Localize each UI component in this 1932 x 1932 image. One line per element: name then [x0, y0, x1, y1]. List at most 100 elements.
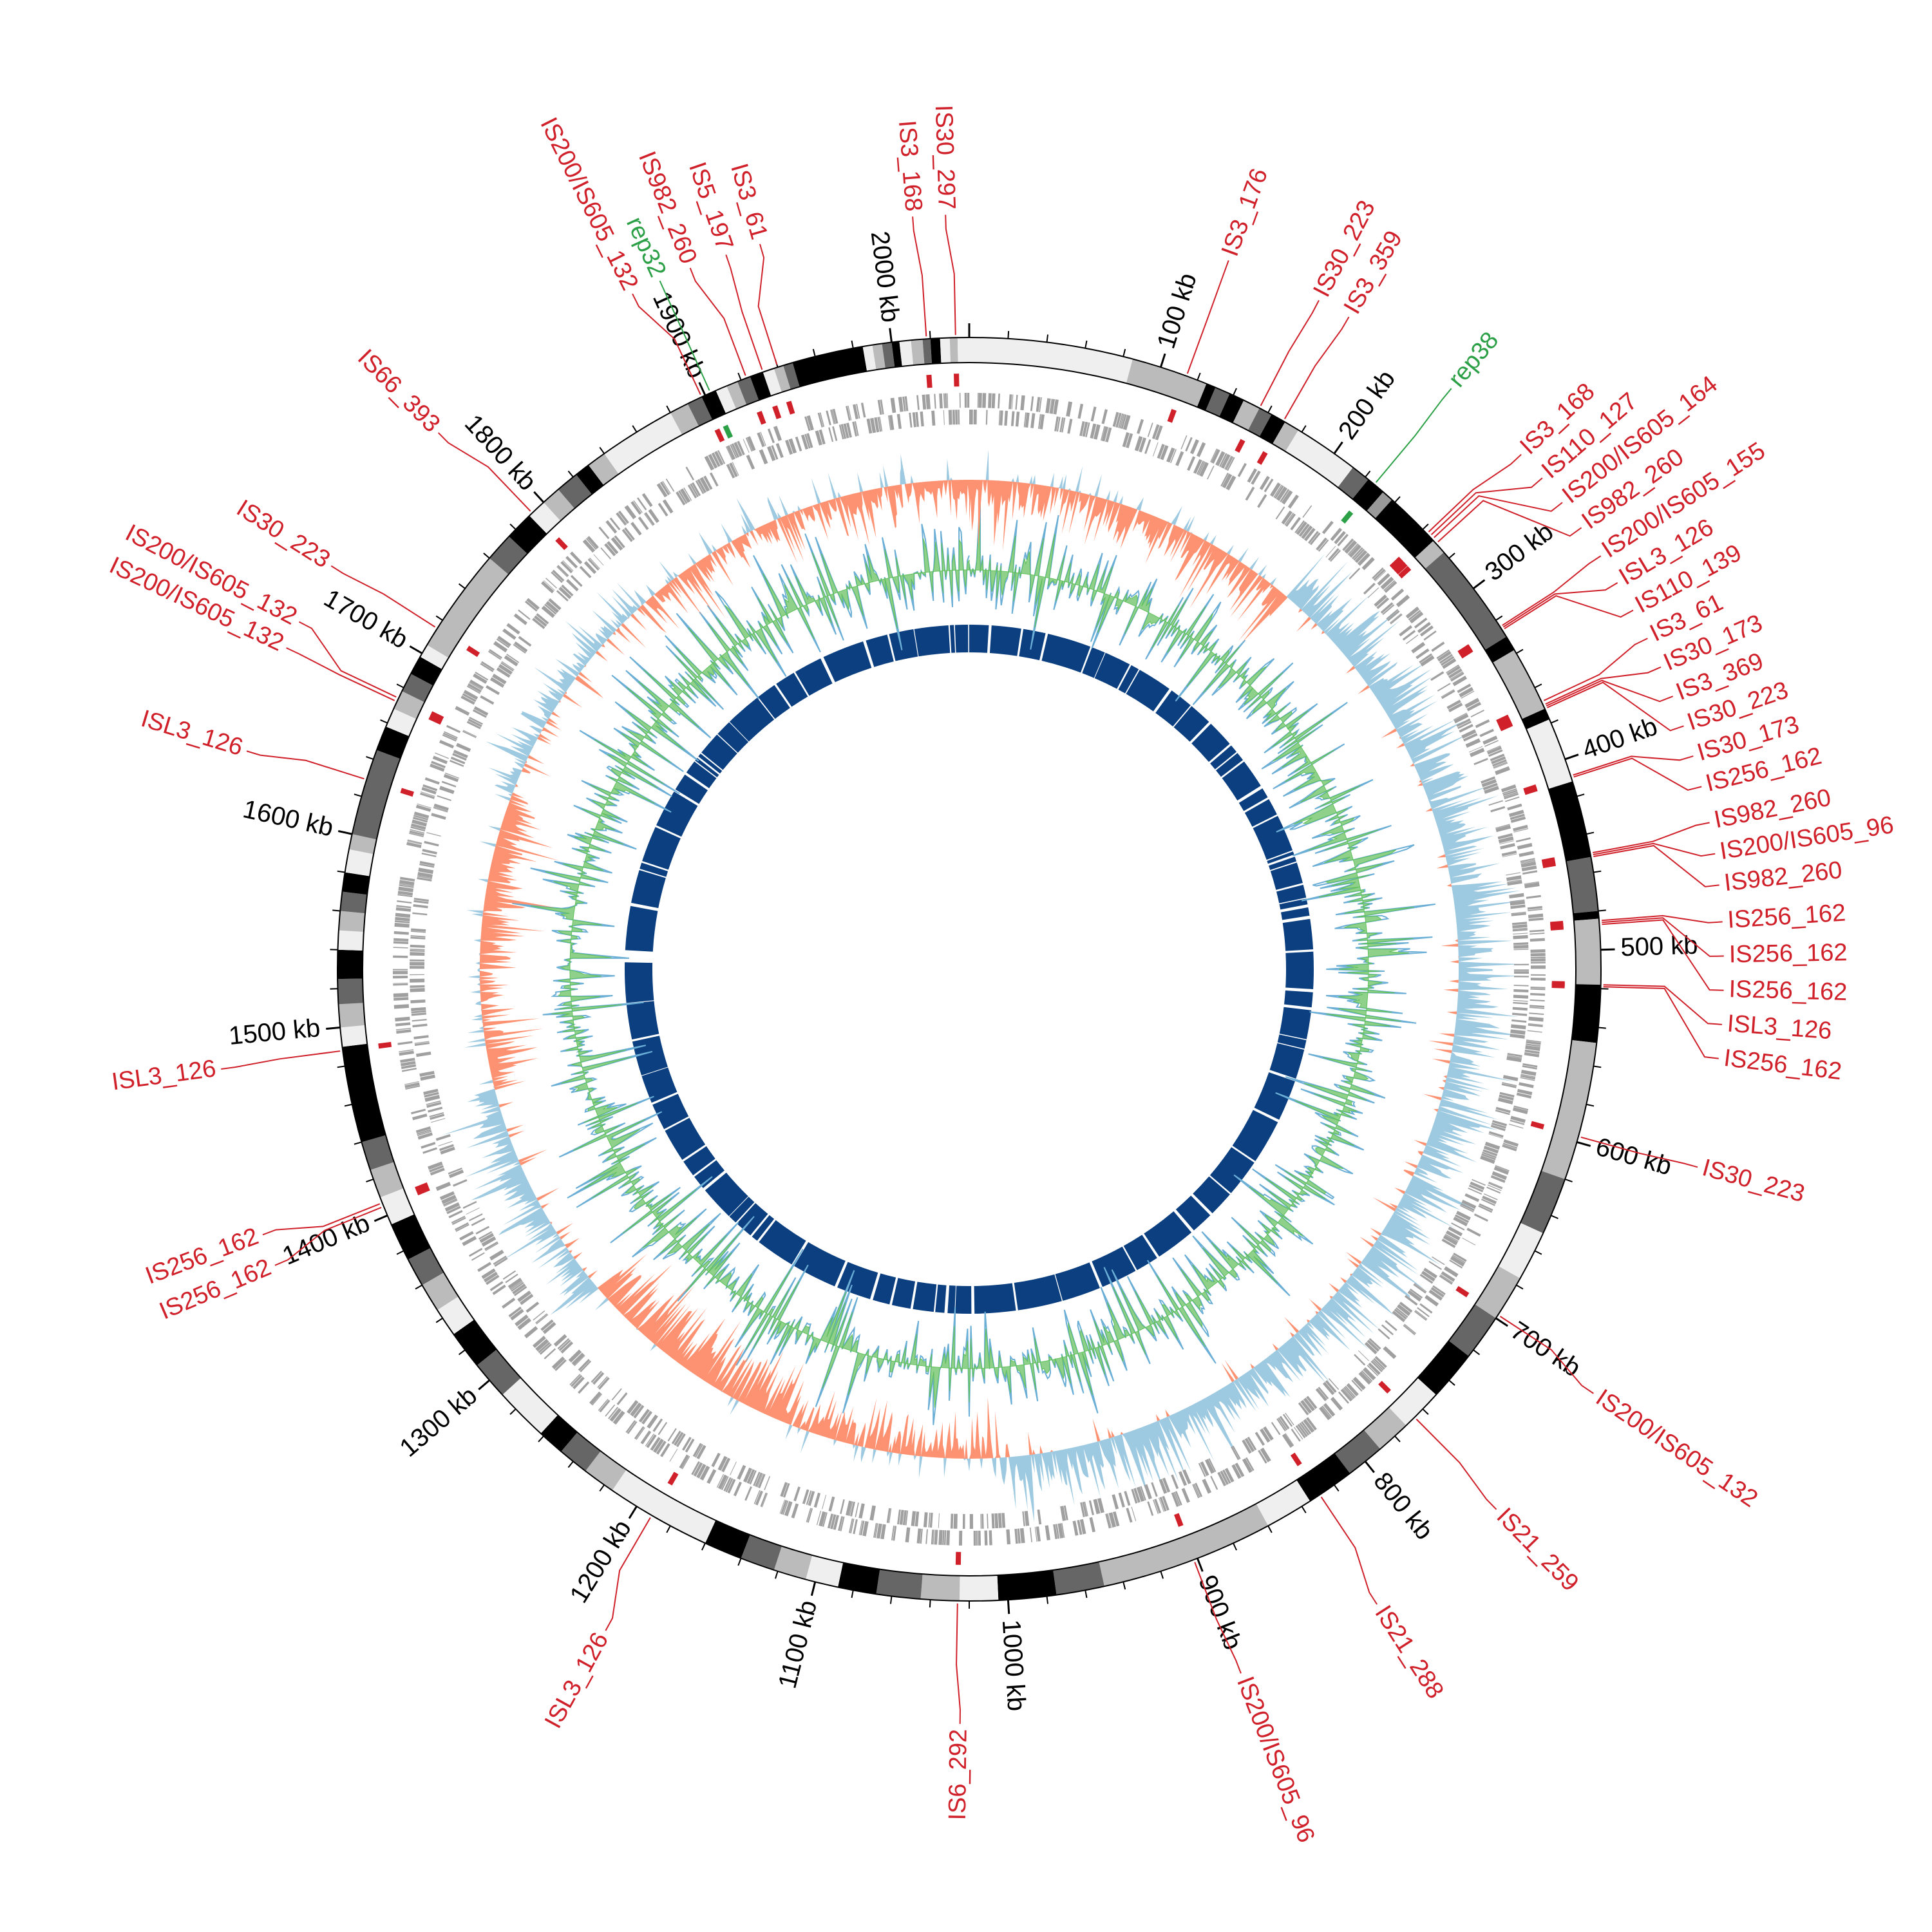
ideogram-band [1206, 387, 1230, 417]
is-element-label: ISL3_126 [1726, 1010, 1832, 1045]
ideogram-band [1573, 918, 1601, 985]
is-element-marker [1174, 1513, 1184, 1528]
gc-content-track [512, 495, 1436, 1425]
is-element-marker [1455, 1285, 1470, 1298]
is-element-marker [714, 428, 725, 442]
minor-tick [458, 583, 466, 589]
minor-tick [483, 553, 490, 559]
minor-tick [509, 524, 516, 530]
ideogram-band [340, 1025, 368, 1047]
is-element-marker [954, 374, 960, 387]
label-connector [1284, 316, 1350, 419]
is-element-label: IS200/IS605_132 [1591, 1384, 1763, 1513]
ideogram-band [1541, 1039, 1597, 1180]
minor-tick [632, 425, 638, 433]
ideogram-band [585, 1451, 627, 1491]
minor-tick [1267, 405, 1273, 413]
major-tick [1196, 1558, 1204, 1572]
label-connector [956, 1603, 961, 1724]
minor-tick [1122, 348, 1126, 357]
ideogram-band [762, 368, 782, 396]
label-connector [1573, 757, 1702, 791]
ideogram-band [969, 337, 1133, 384]
is-element-marker [466, 645, 480, 658]
is-element-label: IS21_259 [1492, 1502, 1584, 1596]
gc-skew-positive-area [442, 450, 1526, 1522]
tick-label: 600 kb [1593, 1132, 1675, 1180]
minor-tick [666, 405, 671, 413]
minor-tick [1534, 683, 1542, 688]
label-connector [1603, 986, 1719, 1059]
is-element-marker [430, 711, 444, 722]
tick-label: 1900 kb [647, 287, 711, 383]
label-connector [1502, 555, 1602, 626]
ideogram-ring [337, 337, 1602, 1602]
minor-tick [1495, 615, 1503, 621]
major-tick [1495, 1317, 1508, 1327]
label-connector [1504, 595, 1634, 630]
minor-tick [1564, 1179, 1573, 1182]
label-connector [1320, 1496, 1378, 1605]
major-tick [1472, 579, 1486, 590]
tick-label: 1400 kb [278, 1209, 374, 1271]
ideogram-band [1338, 467, 1368, 499]
minor-tick [1197, 372, 1201, 381]
ideogram-band [1285, 430, 1353, 488]
ideogram-band [345, 849, 374, 876]
ideogram-band [715, 386, 737, 414]
ideogram-band [1498, 1222, 1544, 1278]
ideogram-band [1256, 1480, 1311, 1526]
major-tick [698, 382, 706, 396]
minor-tick [1516, 1284, 1524, 1290]
ideogram-band [1475, 1265, 1520, 1318]
minor-tick [1122, 1582, 1126, 1590]
ideogram-band [670, 403, 699, 435]
minor-tick [1233, 388, 1237, 396]
tick-label: 300 kb [1480, 517, 1558, 586]
minor-tick [366, 756, 374, 760]
ideogram-band [1296, 1453, 1350, 1502]
ideogram-band [1363, 1407, 1406, 1449]
ideogram-band [1352, 479, 1383, 511]
minor-tick [1534, 1250, 1542, 1255]
is-element-marker [1551, 983, 1565, 989]
ideogram-band [576, 465, 604, 495]
ideogram-band [529, 502, 561, 534]
ideogram-band [612, 1470, 716, 1544]
label-connector [437, 432, 531, 512]
ideogram-band [338, 1003, 366, 1028]
is-element-marker [1290, 1452, 1302, 1466]
tick-label: 1500 kb [227, 1014, 321, 1050]
minor-tick [929, 1600, 931, 1608]
ideogram-band [1219, 393, 1244, 423]
minor-tick [1333, 1484, 1340, 1492]
ideogram-band [588, 453, 619, 486]
ideogram-band [427, 558, 509, 658]
minor-tick [1267, 1525, 1273, 1533]
label-connector [605, 1517, 651, 1631]
label-connector [1545, 666, 1662, 705]
ideogram-band [737, 376, 759, 405]
ideogram-band [750, 372, 772, 401]
ideogram-band [882, 342, 895, 369]
is-element-marker [1389, 556, 1403, 569]
ideogram-band [1522, 708, 1550, 730]
ideogram-band [997, 1569, 1057, 1600]
label-connector [221, 1050, 341, 1070]
ideogram-band [701, 390, 726, 420]
label-connector [1434, 495, 1563, 538]
ideogram-band [393, 691, 425, 719]
minor-tick [435, 615, 443, 621]
label-connector [286, 647, 395, 701]
minor-tick [1394, 1435, 1401, 1443]
label-connector [330, 565, 436, 628]
ideogram-band [687, 397, 713, 426]
is-element-marker [1550, 924, 1564, 931]
minor-tick [599, 1484, 605, 1492]
major-tick [628, 1506, 638, 1519]
ideogram-band [949, 337, 958, 363]
rep-marker [1341, 510, 1354, 524]
tick-label: 1700 kb [319, 584, 413, 654]
ideogram-band [1492, 650, 1545, 719]
minor-tick [1084, 1590, 1088, 1598]
